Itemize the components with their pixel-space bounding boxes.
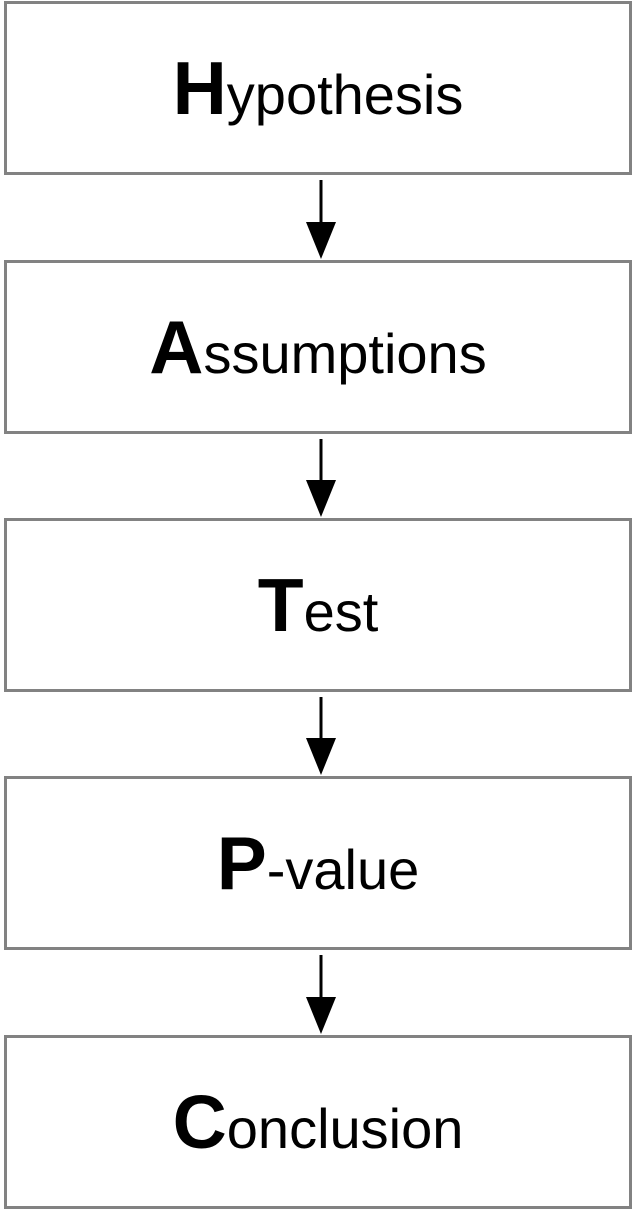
step-rest-text: ypothesis: [226, 62, 464, 126]
step-label-conclusion: Conclusion: [173, 1084, 464, 1160]
step-initial-letter: P: [216, 820, 267, 905]
arrow-pvalue-to-conclusion: [306, 955, 336, 1034]
arrow-hypothesis-to-assumptions: [306, 180, 336, 259]
arrowhead-icon: [306, 480, 336, 517]
step-box-test: Test: [4, 518, 632, 692]
step-rest-text: ssumptions: [203, 321, 487, 385]
step-box-hypothesis: Hypothesis: [4, 1, 632, 175]
arrowhead-icon: [306, 738, 336, 775]
step-initial-letter: A: [149, 304, 204, 389]
step-label-hypothesis: Hypothesis: [173, 50, 464, 126]
step-label-assumptions: Assumptions: [149, 309, 487, 385]
arrow-assumptions-to-test: [306, 439, 336, 517]
step-rest-text: onclusion: [226, 1096, 464, 1160]
step-box-conclusion: Conclusion: [4, 1035, 632, 1209]
step-label-pvalue: P-value: [217, 825, 420, 901]
arrowhead-icon: [306, 997, 336, 1034]
step-box-pvalue: P-value: [4, 776, 632, 950]
step-initial-letter: T: [257, 562, 304, 647]
step-rest-text: -value: [266, 837, 420, 901]
step-label-test: Test: [258, 567, 379, 643]
step-box-assumptions: Assumptions: [4, 260, 632, 434]
arrowhead-icon: [306, 222, 336, 259]
step-rest-text: est: [303, 579, 379, 643]
arrow-test-to-pvalue: [306, 697, 336, 775]
step-initial-letter: C: [172, 1079, 227, 1164]
step-initial-letter: H: [172, 45, 227, 130]
